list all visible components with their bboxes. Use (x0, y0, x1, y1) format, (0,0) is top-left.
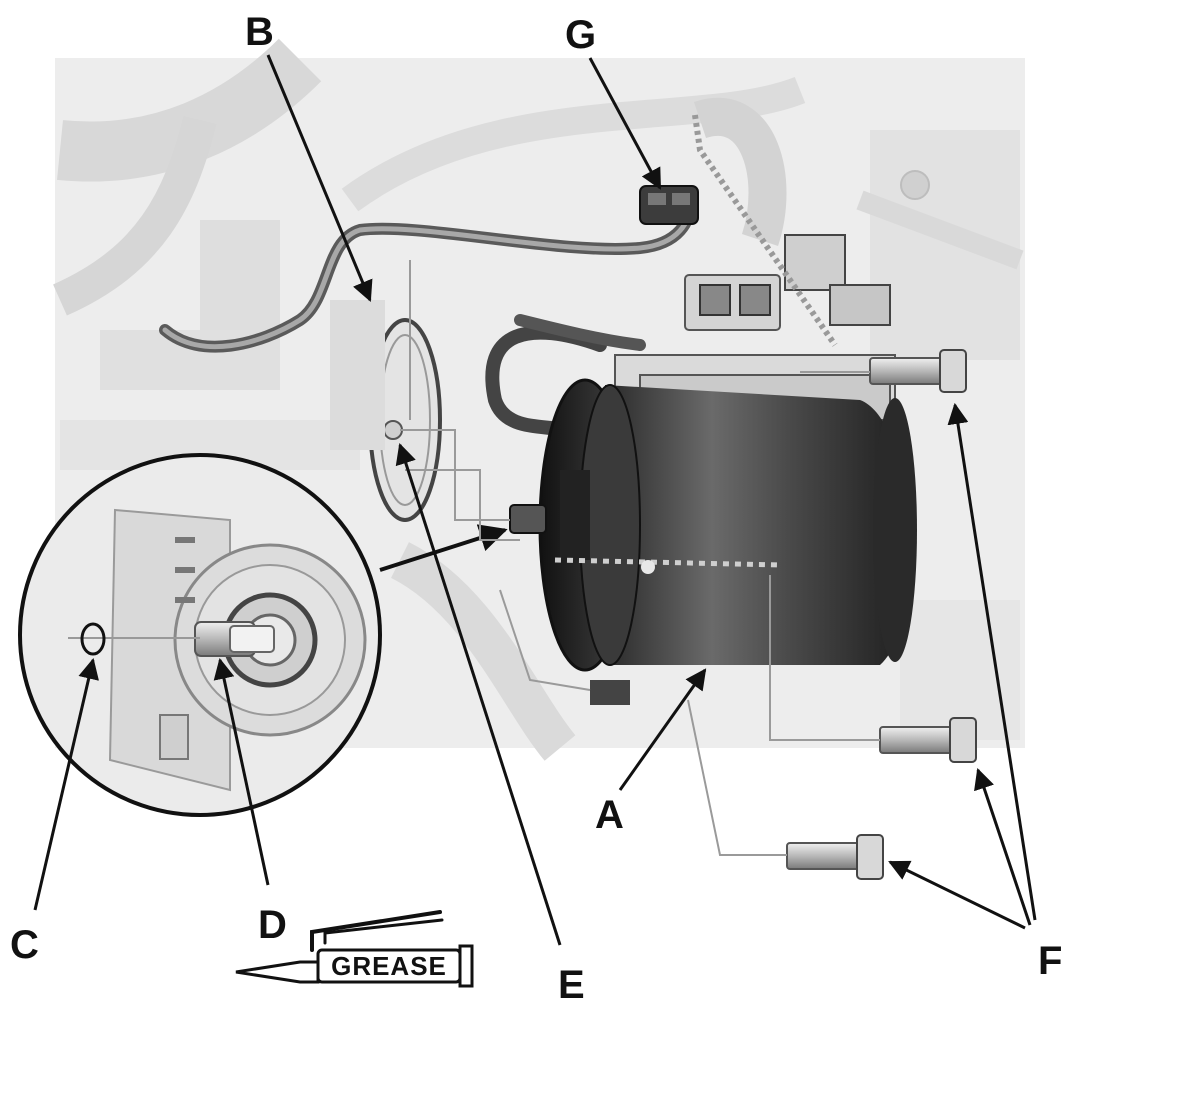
callout-g: G (565, 13, 596, 57)
callout-arrows (33, 54, 1037, 946)
callout-labels: B G A C D E F (10, 10, 1062, 1007)
callout-f: F (1038, 939, 1062, 983)
grease-label: GREASE (331, 951, 447, 981)
zoom-pointer-arrow (379, 524, 508, 572)
wiring-harness (159, 199, 696, 437)
grease-gun-icon: GREASE (235, 910, 474, 988)
bolt-middle (879, 717, 977, 763)
dashed-leaders (400, 260, 591, 691)
o-ring-c (80, 622, 106, 656)
bolts-f (687, 349, 977, 880)
callout-c: C (10, 923, 39, 967)
callout-a: A (595, 793, 624, 837)
motor-connectors (684, 114, 891, 347)
bolt-lower (786, 834, 884, 880)
callout-d: D (258, 903, 287, 947)
motor-a (509, 354, 917, 705)
connector-g (639, 185, 699, 225)
bolt-upper (869, 349, 967, 393)
callout-e: E (558, 963, 585, 1007)
detail-zoom-circle (18, 453, 382, 817)
callout-b: B (245, 10, 274, 54)
